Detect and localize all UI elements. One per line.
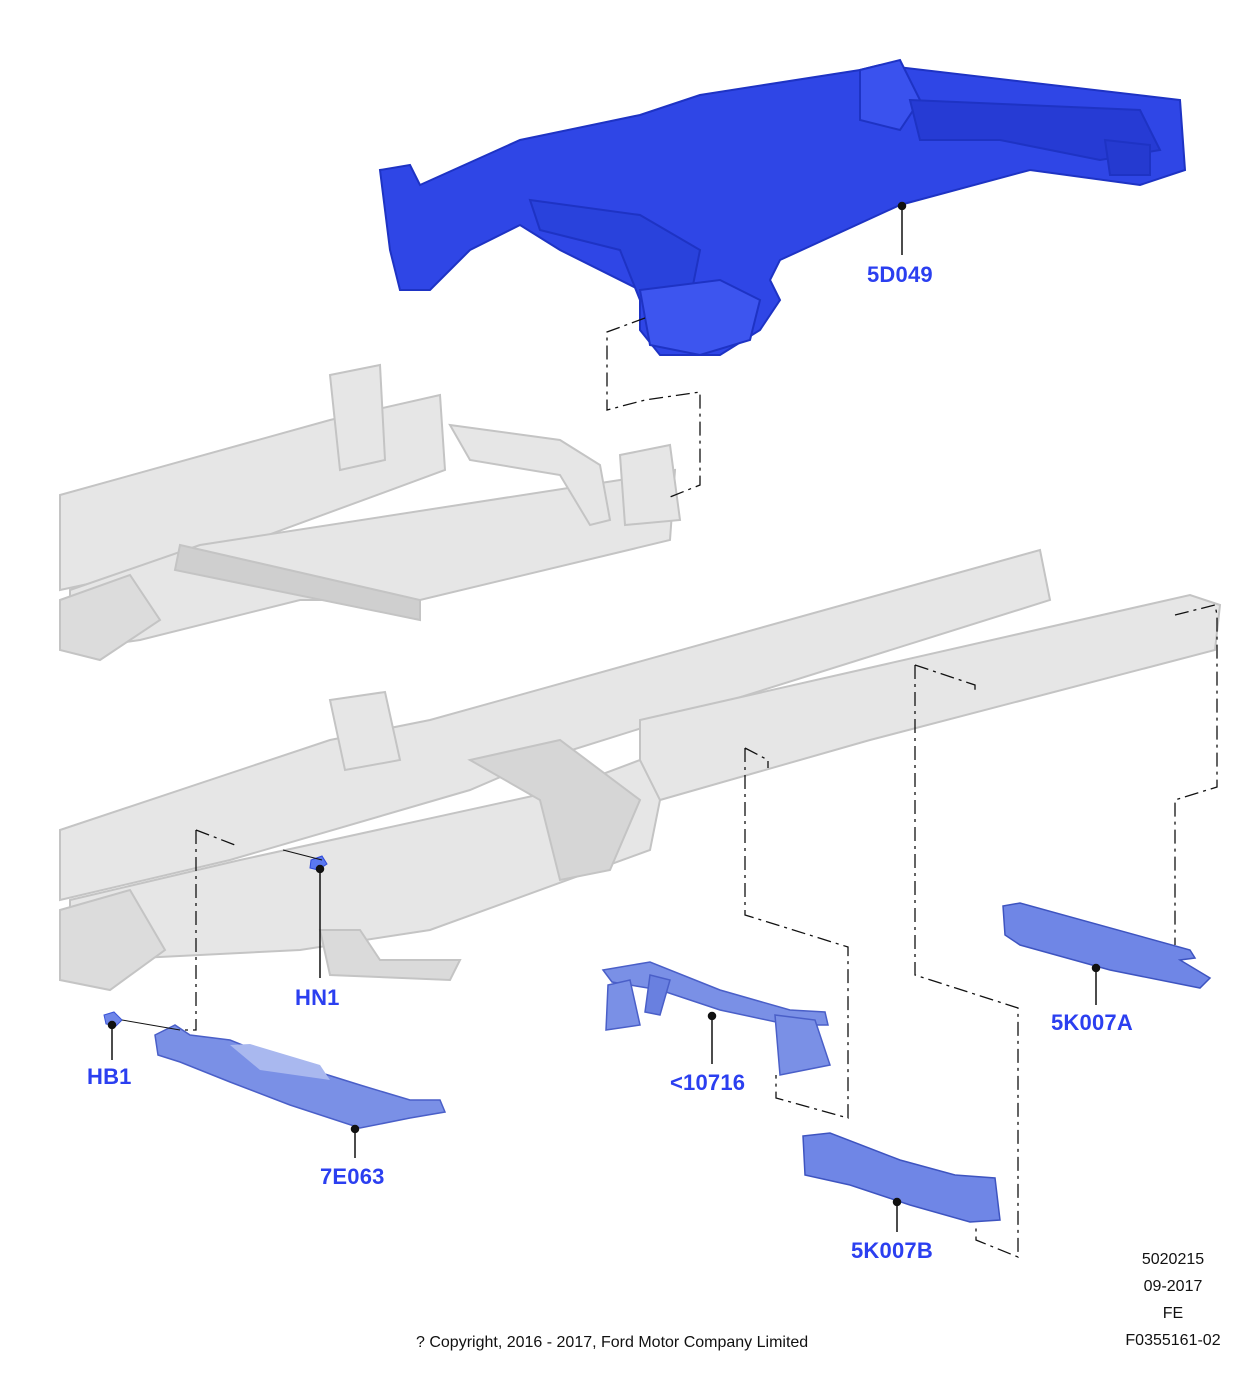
part-5K007B-crossmember <box>802 1132 1001 1223</box>
assembly-lines <box>183 317 1218 1258</box>
part-10716-crossmember <box>601 961 831 1076</box>
callout-HB1[interactable]: HB1 <box>87 1064 132 1089</box>
copyright-notice: ? Copyright, 2016 - 2017, Ford Motor Com… <box>416 1334 809 1351</box>
ghost-rear-frame <box>59 363 682 662</box>
callout-HN1[interactable]: HN1 <box>295 985 340 1010</box>
revision-date: 09-2017 <box>1143 1278 1203 1295</box>
part-5D049-rear-frame <box>378 58 1187 357</box>
part-5K007A-crossmember <box>1002 902 1212 989</box>
callout-5D049[interactable]: 5D049 <box>867 262 933 287</box>
region-code: FE <box>1162 1305 1184 1322</box>
ghost-main-frame <box>59 548 1222 992</box>
callout-5K007A[interactable]: 5K007A <box>1051 1010 1133 1035</box>
callout-5K007B[interactable]: 5K007B <box>851 1238 933 1263</box>
figure-id: F0355161-02 <box>1125 1332 1221 1349</box>
part-7E063-skid-plate <box>154 1024 447 1129</box>
part-HB1-bolt <box>103 1011 123 1027</box>
leader-lines <box>107 201 1101 1232</box>
callout-10716[interactable]: <10716 <box>670 1070 746 1095</box>
reference-number: 5020215 <box>1141 1251 1205 1268</box>
callout-7E063[interactable]: 7E063 <box>320 1164 385 1189</box>
